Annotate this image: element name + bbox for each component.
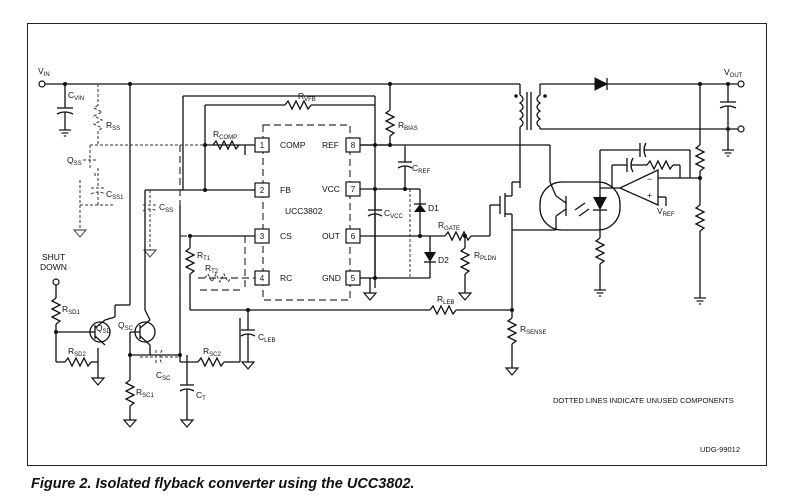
- label-r-comp: RCOMP: [213, 129, 237, 141]
- label-r-sense: RSENSE: [520, 324, 546, 336]
- pin-number: 5: [351, 274, 356, 283]
- pin-number: 3: [260, 232, 265, 241]
- pin-number: 6: [351, 232, 356, 241]
- ic-pin-3: 3 CS: [254, 228, 292, 244]
- ic-pin-2: 2 FB: [254, 182, 291, 198]
- pin-number: 8: [351, 141, 356, 150]
- label-q-ss: QSS: [67, 155, 82, 167]
- pin-number: 1: [260, 141, 265, 150]
- pin-number: 4: [260, 274, 265, 283]
- label-c-ss1: CSS1: [106, 189, 124, 201]
- label-r-sc1: RSC1: [136, 387, 154, 399]
- label-r-gate: RGATE: [438, 220, 460, 232]
- figure-caption: Figure 2. Isolated flyback converter usi…: [31, 476, 415, 492]
- label-r-vfb: RVFB: [298, 91, 316, 103]
- junctions: [54, 82, 730, 357]
- vin-terminal: [38, 80, 46, 88]
- label-vout: VOUT: [724, 67, 743, 79]
- label-r-t2: RT2: [205, 263, 219, 275]
- unused-components-note: DOTTED LINES INDICATE UNUSED COMPONENTS: [553, 396, 734, 405]
- ic-pin-6: 6 OUT: [322, 228, 361, 244]
- label-c-leb: CLEB: [258, 332, 275, 344]
- ic-pin-4: 4 RC: [254, 270, 292, 286]
- label-shut: SHUT: [42, 252, 65, 262]
- pin-name: GND: [322, 273, 341, 283]
- label-vref: VREF: [657, 206, 675, 218]
- ic-pin-1: 1 COMP: [254, 137, 306, 153]
- label-r-bias: RBIAS: [398, 120, 418, 132]
- label-r-sd2: RSD2: [68, 346, 86, 358]
- label-down: DOWN: [40, 262, 67, 272]
- label-r-t1: RT1: [197, 250, 211, 262]
- ic-pin-7: 7 VCC: [322, 181, 361, 197]
- label-r-pldn: RPLDN: [474, 250, 496, 262]
- ic-part-number: UCC3802: [285, 206, 323, 216]
- opamp-plus-sign: +: [647, 190, 652, 200]
- ic-pin-5: 5 GND: [322, 270, 361, 286]
- schematic-diagram: − +: [38, 66, 745, 454]
- label-c-t: CT: [196, 390, 206, 402]
- pin-name: COMP: [280, 140, 306, 150]
- label-q-sd: QSD: [96, 323, 112, 335]
- label-c-ss: CSS: [159, 202, 173, 214]
- pin-name: OUT: [322, 231, 340, 241]
- pin-number: 2: [260, 186, 265, 195]
- label-d2: D2: [438, 255, 449, 265]
- component-labels: VIN CVIN RSS QSS CSS1 CSS RVFB RCOMP RBI…: [38, 66, 743, 402]
- label-c-vin: CVIN: [68, 90, 84, 102]
- label-c-ref: CREF: [412, 163, 430, 175]
- ic-ucc3802: UCC3802 1 COMP 2 FB 3 CS 4 RC 8 REF: [254, 124, 361, 301]
- shutdown-terminal: [52, 278, 60, 286]
- vout-return-terminal: [737, 125, 745, 133]
- label-r-ss: RSS: [106, 120, 120, 132]
- figure-notes: DOTTED LINES INDICATE UNUSED COMPONENTS …: [553, 396, 740, 454]
- label-c-vcc: CVCC: [384, 208, 403, 220]
- pin-name: RC: [280, 273, 292, 283]
- label-r-sc2: RSC2: [203, 346, 221, 358]
- unused-components: [73, 84, 411, 365]
- pin-name: REF: [322, 140, 339, 150]
- opamp-minus-sign: −: [647, 174, 652, 184]
- wiring: − +: [38, 77, 745, 428]
- label-c-sc: CSC: [156, 370, 171, 382]
- label-r-sd1: RSD1: [62, 304, 80, 316]
- figure-frame: [27, 23, 767, 466]
- label-d1: D1: [428, 203, 439, 213]
- pin-name: FB: [280, 185, 291, 195]
- label-q-sc: QSC: [118, 320, 134, 332]
- document-id: UDG-99012: [700, 445, 740, 454]
- pin-name: CS: [280, 231, 292, 241]
- vout-terminal: [737, 80, 745, 88]
- optocoupler: [539, 181, 621, 231]
- ic-pin-8: 8 REF: [322, 137, 361, 153]
- pin-number: 7: [351, 185, 356, 194]
- pin-name: VCC: [322, 184, 340, 194]
- label-r-leb: RLEB: [437, 294, 454, 306]
- label-vin: VIN: [38, 66, 50, 78]
